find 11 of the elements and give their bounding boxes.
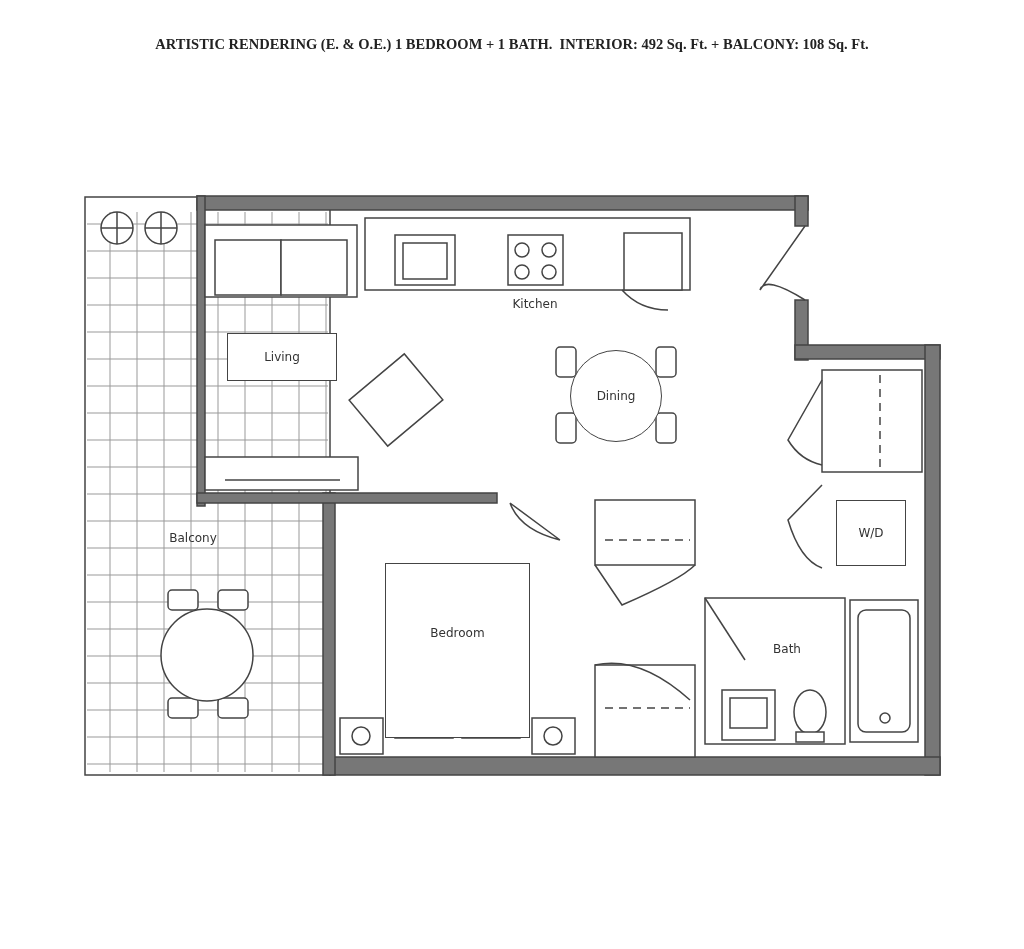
room-label: Bedroom <box>430 626 485 640</box>
room-label: Kitchen <box>512 297 558 311</box>
furniture-box <box>227 333 337 381</box>
plan-title: ARTISTIC RENDERING (E. & O.E.) 1 BEDROOM + 1 BATH. INTERIOR: 492 Sq. Ft. + BALCONY: 108 Sq. Ft. <box>154 36 870 53</box>
room-label: Balcony <box>169 531 217 545</box>
room-label: Bath <box>773 642 801 656</box>
furniture-box <box>836 500 906 566</box>
bed <box>385 563 530 738</box>
room-label: W/D <box>858 526 884 540</box>
room-label: Living <box>264 350 300 364</box>
room-label: Dining <box>596 389 636 403</box>
